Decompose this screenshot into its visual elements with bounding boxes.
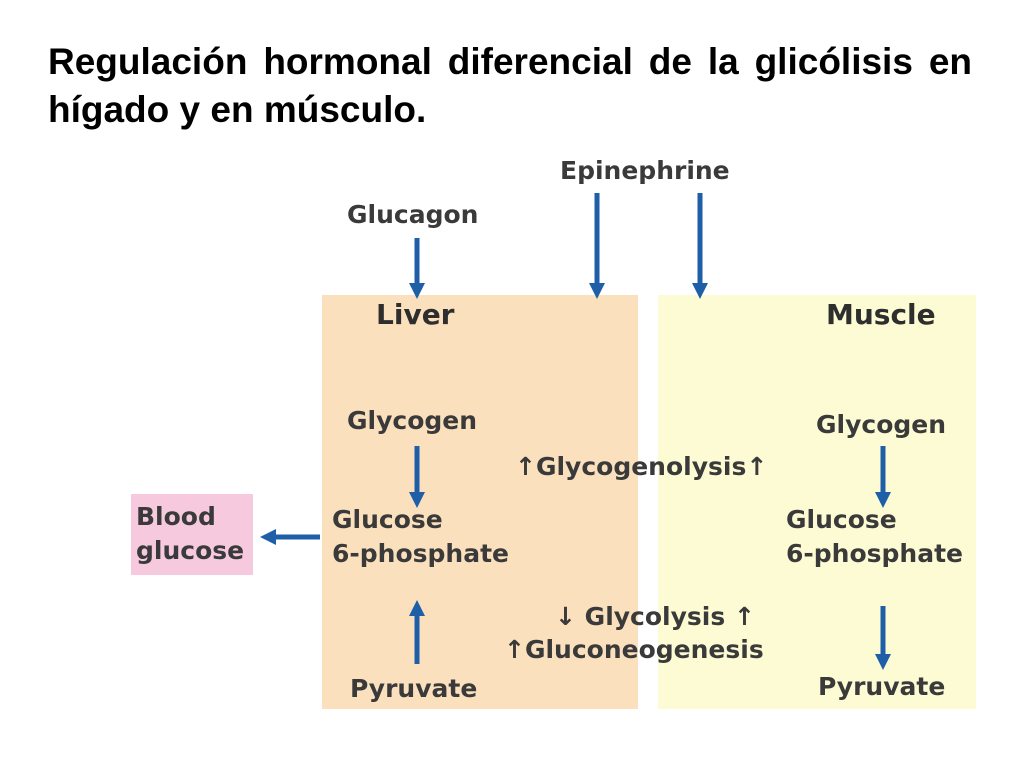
liver-pyruvate-label: Pyruvate [350, 674, 478, 703]
glycogenolysis-label: ↑Glycogenolysis↑ [515, 452, 768, 481]
gluconeogenesis-liver-up-arrow-icon: ↑ [504, 635, 525, 664]
glycogenolysis-liver-up-arrow-icon: ↑ [515, 452, 536, 481]
blood-glucose-box [131, 494, 253, 575]
muscle-heading: Muscle [826, 298, 936, 331]
glycogenolysis-muscle-up-arrow-icon: ↑ [746, 452, 768, 481]
muscle-panel [658, 295, 976, 709]
liver-glucose-6-phosphate-label: Glucose 6-phosphate [332, 505, 509, 568]
glycolysis-label: ↓ Glycolysis ↑ [555, 602, 755, 631]
glycolysis-liver-down-arrow-icon: ↓ [555, 602, 576, 631]
liver-panel [322, 295, 638, 709]
liver-heading: Liver [376, 298, 455, 331]
glycolysis-muscle-up-arrow-icon: ↑ [733, 602, 755, 631]
liver-glycogen-label: Glycogen [347, 406, 478, 435]
page-title: Regulación hormonal diferencial de la gl… [48, 41, 972, 130]
epinephrine-label: Epinephrine [560, 156, 730, 185]
muscle-glucose-6-phosphate-label: Glucose 6-phosphate [786, 505, 963, 568]
glucagon-label: Glucagon [347, 200, 479, 229]
blood-glucose-label: Blood glucose [136, 502, 245, 565]
muscle-pyruvate-label: Pyruvate [818, 672, 946, 701]
gluconeogenesis-label: ↑Gluconeogenesis [504, 635, 764, 664]
muscle-glycogen-label: Glycogen [816, 410, 947, 439]
